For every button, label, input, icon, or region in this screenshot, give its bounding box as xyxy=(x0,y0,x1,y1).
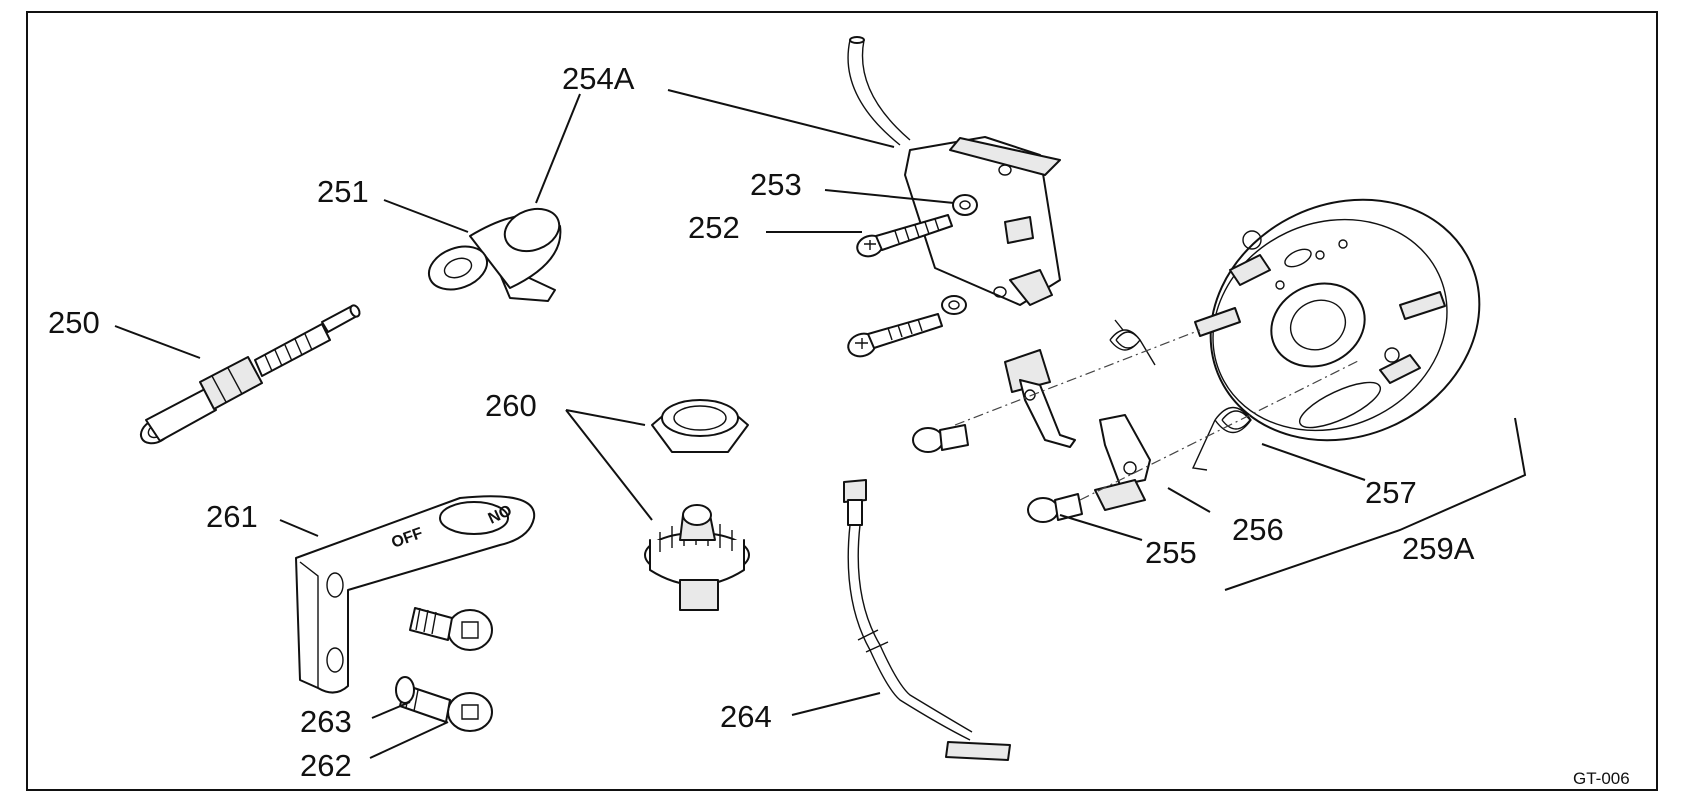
flyweight-lower-256 xyxy=(1094,414,1151,511)
callout-252: 252 xyxy=(688,210,740,245)
leader-260-b xyxy=(565,409,653,521)
spark-plug-250 xyxy=(139,304,361,445)
leader-254a-a xyxy=(535,93,581,204)
callout-255: 255 xyxy=(1145,535,1197,570)
bolt-upper xyxy=(912,424,969,453)
spring-upper xyxy=(1109,319,1156,366)
leader-264 xyxy=(791,692,881,716)
callout-260: 260 xyxy=(485,388,537,423)
leader-253 xyxy=(824,189,955,204)
leader-lines xyxy=(114,89,1527,759)
callout-262: 262 xyxy=(300,748,352,783)
callout-263: 263 xyxy=(300,704,352,739)
leader-263 xyxy=(371,701,411,719)
leader-251 xyxy=(383,199,469,233)
bolt-255 xyxy=(1027,493,1083,523)
washer-263 xyxy=(395,676,415,704)
callout-253: 253 xyxy=(750,167,802,202)
bracket-259a xyxy=(1224,417,1527,591)
leader-254a-b xyxy=(667,89,895,148)
leader-257 xyxy=(1261,443,1366,481)
screw-252 xyxy=(856,214,953,258)
screw-lower xyxy=(847,295,967,358)
flyweight-upper xyxy=(1004,349,1076,448)
drawing-id-label: GT-006 xyxy=(1573,769,1630,788)
callout-261: 261 xyxy=(206,499,258,534)
toggle-switch-260 xyxy=(644,399,750,611)
wire-lead-264 xyxy=(843,479,1011,761)
callout-251: 251 xyxy=(317,174,369,209)
callout-256: 256 xyxy=(1232,512,1284,547)
leader-255 xyxy=(1059,514,1143,541)
callout-254a: 254A xyxy=(562,61,635,96)
screw-upper-bracket xyxy=(409,607,493,651)
callout-257: 257 xyxy=(1365,475,1417,510)
switch-bracket-261: ON OFF xyxy=(295,495,536,694)
leader-260-a xyxy=(565,409,646,426)
leader-256 xyxy=(1167,487,1211,513)
callout-264: 264 xyxy=(720,699,772,734)
leader-262 xyxy=(369,721,449,759)
spring-257 xyxy=(1191,406,1252,471)
callout-250: 250 xyxy=(48,305,100,340)
centerlines xyxy=(954,329,1361,501)
ignition-coil-254a xyxy=(847,36,1061,306)
leader-261 xyxy=(279,519,319,537)
leader-250 xyxy=(114,325,201,359)
drawing-border xyxy=(26,11,1658,791)
rubber-boot-251 xyxy=(427,207,562,302)
callout-labels: 250 251 254A 253 252 260 261 263 262 264… xyxy=(48,61,1630,788)
rotor-assembly-259a xyxy=(1194,198,1481,442)
callout-259a: 259A xyxy=(1402,531,1475,566)
